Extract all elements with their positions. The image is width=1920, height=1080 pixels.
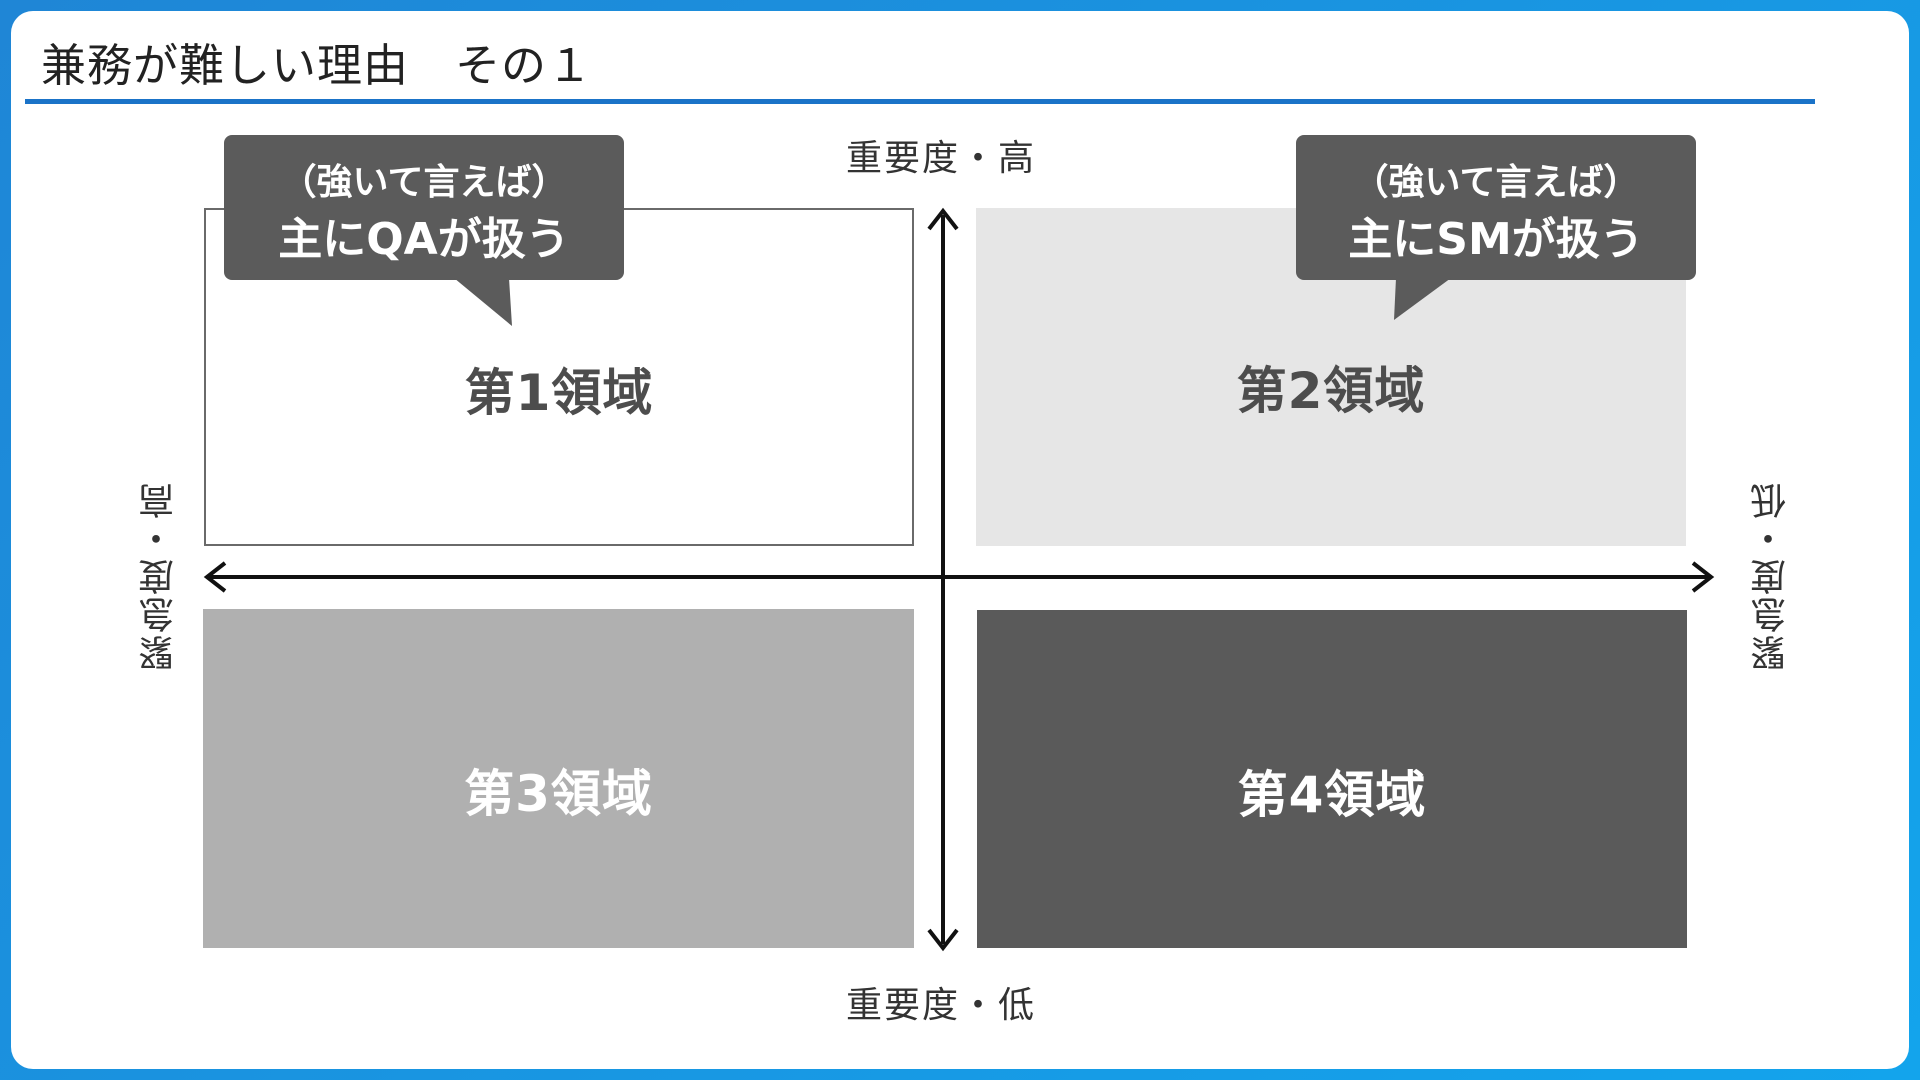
quadrant-4-label: 第4領域 xyxy=(1237,766,1427,824)
slide: 兼務が難しい理由 その１ 第1領域 第2領域 第3領域 第4領域 重要度・高 重… xyxy=(11,11,1909,1069)
urgency-low-label: 緊急度・低 xyxy=(1751,481,1792,671)
urgency-high-label: 緊急度・高 xyxy=(139,481,180,671)
quadrant-1-label: 第1領域 xyxy=(464,364,654,422)
importance-low-label: 重要度・低 xyxy=(846,985,1037,1026)
callout-qa: （強いて言えば） 主にQAが扱う xyxy=(224,135,624,335)
callout-sm-line1: （強いて言えば） xyxy=(1352,162,1640,203)
slide-title: 兼務が難しい理由 その１ xyxy=(41,39,594,92)
callout-sm: （強いて言えば） 主にSMが扱う xyxy=(1296,135,1696,335)
callout-sm-box: （強いて言えば） 主にSMが扱う xyxy=(1296,135,1696,280)
callout-sm-tail xyxy=(1394,278,1451,320)
quadrant-3: 第3領域 xyxy=(203,609,914,948)
callout-sm-line2: 主にSMが扱う xyxy=(1348,214,1644,265)
arrow-down-icon xyxy=(927,928,959,952)
quadrant-4: 第4領域 xyxy=(977,610,1687,948)
callout-qa-line1: （強いて言えば） xyxy=(280,162,568,203)
axes xyxy=(203,207,1715,952)
callout-qa-line2: 主にQAが扱う xyxy=(278,214,570,265)
callout-qa-tail xyxy=(454,278,512,326)
quadrant-2-label: 第2領域 xyxy=(1236,362,1426,420)
importance-high-label: 重要度・高 xyxy=(846,138,1037,179)
arrow-left-icon xyxy=(203,561,227,593)
arrow-right-icon xyxy=(1691,561,1715,593)
arrow-up-icon xyxy=(927,207,959,231)
quadrant-3-label: 第3領域 xyxy=(464,765,653,823)
callout-qa-box: （強いて言えば） 主にQAが扱う xyxy=(224,135,624,280)
title-underline xyxy=(25,99,1815,104)
